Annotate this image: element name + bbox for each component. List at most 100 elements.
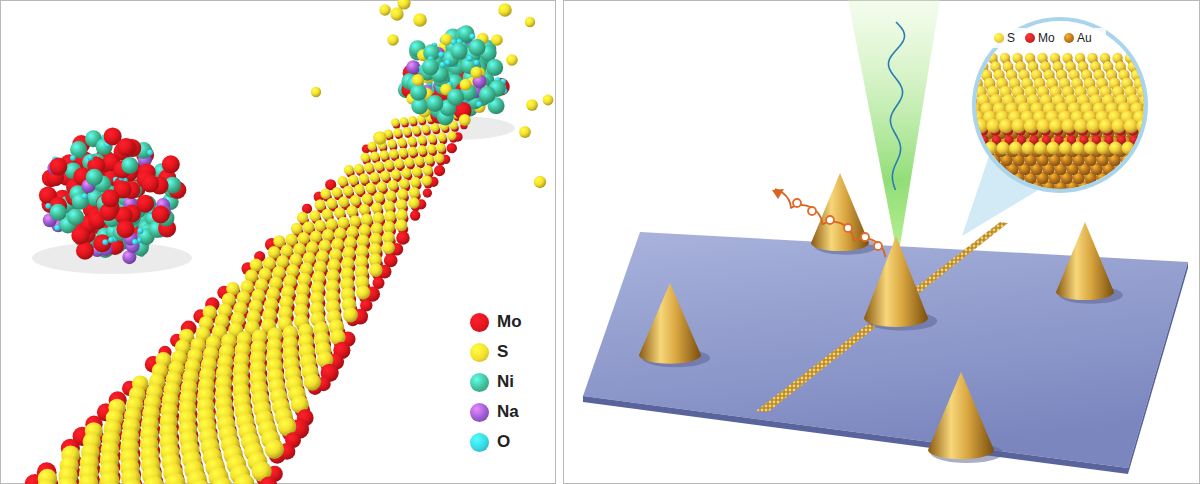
panel-frame (1, 1, 556, 484)
atom (121, 157, 138, 174)
atom (326, 218, 338, 230)
atom (417, 145, 427, 155)
catalyst-particle (398, 25, 510, 126)
atom (476, 101, 482, 107)
atom (304, 373, 321, 390)
laser-beam (848, 0, 940, 258)
atom (1150, 181, 1162, 193)
emission-wave (775, 189, 885, 257)
probe-scene (583, 0, 1188, 474)
legend-swatch (1025, 33, 1035, 43)
atom (1078, 199, 1090, 211)
atom (1084, 190, 1096, 202)
atom (954, 135, 963, 144)
atom (997, 142, 1010, 155)
atom (953, 61, 964, 72)
atom (297, 212, 308, 223)
legend-swatch (470, 403, 489, 422)
atom (1144, 154, 1156, 166)
atom (1022, 142, 1035, 155)
legend-label: O (497, 432, 510, 452)
atom (343, 186, 354, 197)
atom (359, 173, 369, 183)
atom (928, 126, 938, 136)
atom (1042, 199, 1054, 211)
atom (162, 155, 180, 173)
atom (506, 54, 518, 66)
atom (437, 133, 446, 142)
atom (397, 0, 410, 10)
electron (861, 233, 869, 241)
atom (964, 190, 976, 202)
atom (368, 142, 377, 151)
atom (436, 143, 446, 153)
atom (1158, 111, 1172, 125)
atom (1149, 119, 1163, 133)
atom (1084, 142, 1097, 155)
legend-swatch (1064, 33, 1074, 43)
atom (389, 149, 399, 159)
atom (1156, 68, 1164, 76)
atom (1141, 59, 1148, 66)
atom (1124, 119, 1138, 133)
atom (281, 244, 293, 256)
atom (344, 165, 354, 175)
atom (306, 241, 318, 253)
atom (412, 126, 421, 135)
atom (322, 229, 334, 241)
atom (953, 93, 962, 102)
atom (1147, 76, 1155, 84)
atom (1143, 69, 1154, 80)
atom (399, 178, 410, 189)
atom (364, 162, 374, 172)
atom (962, 118, 972, 128)
atom (976, 154, 988, 166)
atom (406, 60, 420, 74)
legend-label: S (1007, 31, 1015, 45)
atom (1132, 154, 1144, 166)
electron (808, 207, 816, 215)
atom (955, 102, 968, 115)
catalyst-particle (39, 127, 186, 264)
atom (1166, 59, 1173, 66)
atom (1150, 118, 1160, 128)
atom (1024, 190, 1036, 202)
atom (958, 145, 970, 157)
atom (361, 214, 373, 226)
atom (486, 59, 503, 76)
atom (964, 154, 976, 166)
atom (959, 78, 971, 90)
atom (86, 169, 103, 186)
atom (447, 89, 464, 106)
atom (404, 157, 414, 167)
atom (1153, 61, 1164, 72)
atom (1066, 199, 1078, 211)
atom (1114, 199, 1126, 211)
atom (285, 234, 297, 246)
atom (403, 127, 412, 136)
atom (356, 285, 370, 299)
atom (947, 76, 955, 84)
gold-tip (811, 173, 878, 255)
atom (1054, 199, 1066, 211)
atom (1150, 199, 1162, 211)
atom (924, 119, 938, 133)
atom (369, 263, 383, 277)
atom (950, 118, 960, 128)
atom (388, 139, 397, 148)
atom (413, 13, 427, 27)
legend-item: Au (1064, 31, 1092, 45)
atom (371, 222, 383, 234)
atom (396, 209, 408, 221)
atom (1102, 199, 1114, 211)
atom (525, 17, 535, 27)
atom (470, 66, 482, 78)
atom (427, 144, 437, 154)
atom (396, 231, 410, 245)
atom (959, 142, 972, 155)
atom (45, 203, 51, 209)
atom (1096, 190, 1108, 202)
atom (965, 126, 975, 136)
atom (102, 239, 108, 245)
atom (933, 111, 947, 125)
